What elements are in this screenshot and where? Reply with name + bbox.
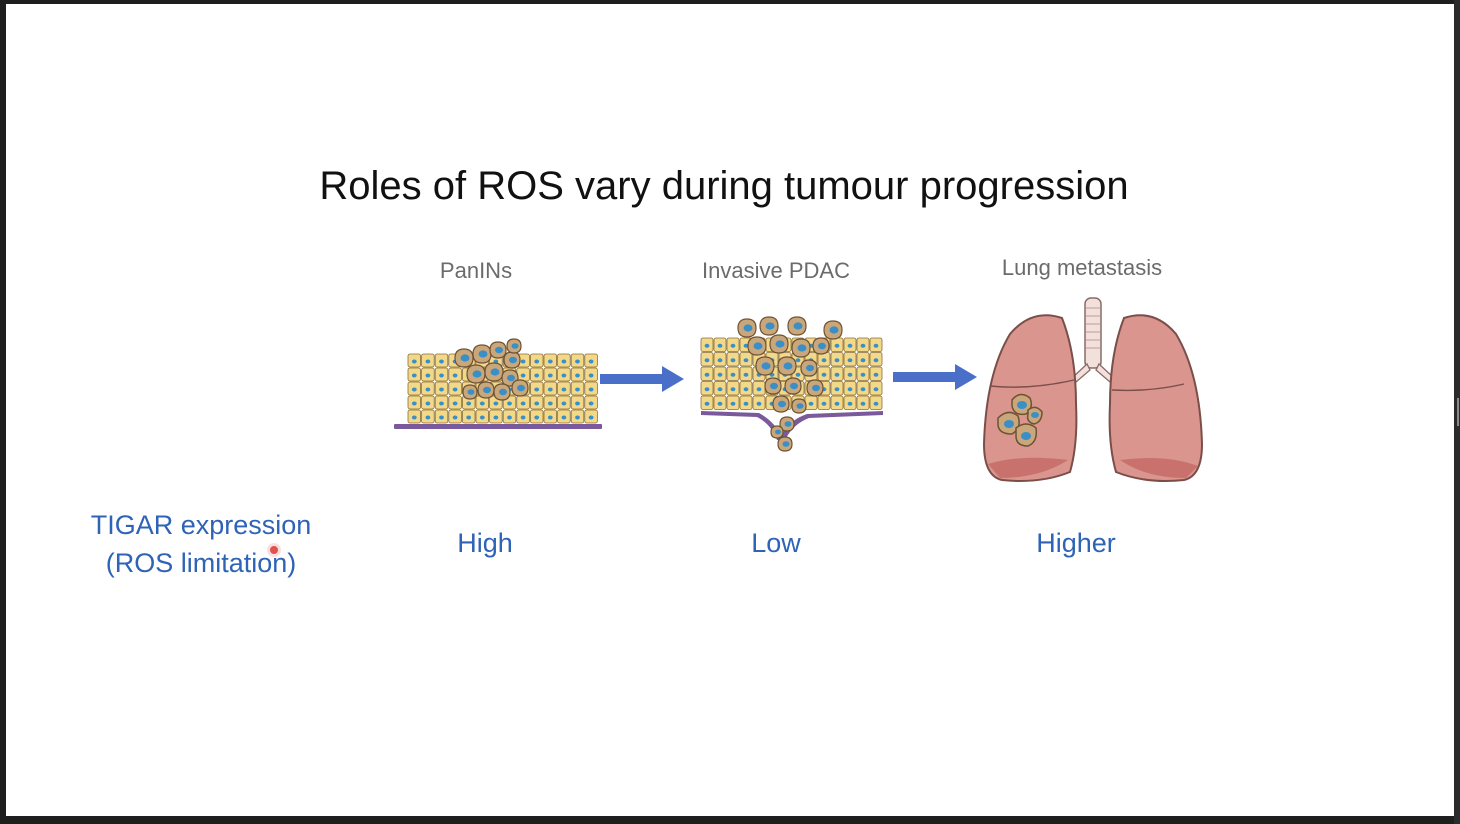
invasive-pdac-tissue-illustration [700,316,883,452]
tigar-expression-label: TIGAR expression (ROS limitation) [56,506,346,582]
row-label-line2: (ROS limitation) [105,548,297,578]
slide-title: Roles of ROS vary during tumour progress… [319,164,1129,208]
stage-label-lung-metastasis: Lung metastasis [1001,255,1163,280]
laser-pointer-dot [270,546,278,554]
right-arrow-icon [600,366,684,392]
window-edge-handle [1457,398,1459,426]
value-panins: High [457,528,513,558]
panin-tissue-illustration [394,338,602,429]
value-invasive-pdac: Low [751,528,801,558]
stage-label-panins: PanINs [439,258,513,283]
row-label-line1: TIGAR expression [90,510,312,540]
stage-label-invasive-pdac: Invasive PDAC [702,258,850,283]
lungs-with-metastasis-illustration [982,297,1204,482]
value-lung-metastasis: Higher [1036,528,1116,558]
slide [6,4,1454,816]
right-arrow-icon [893,364,977,390]
